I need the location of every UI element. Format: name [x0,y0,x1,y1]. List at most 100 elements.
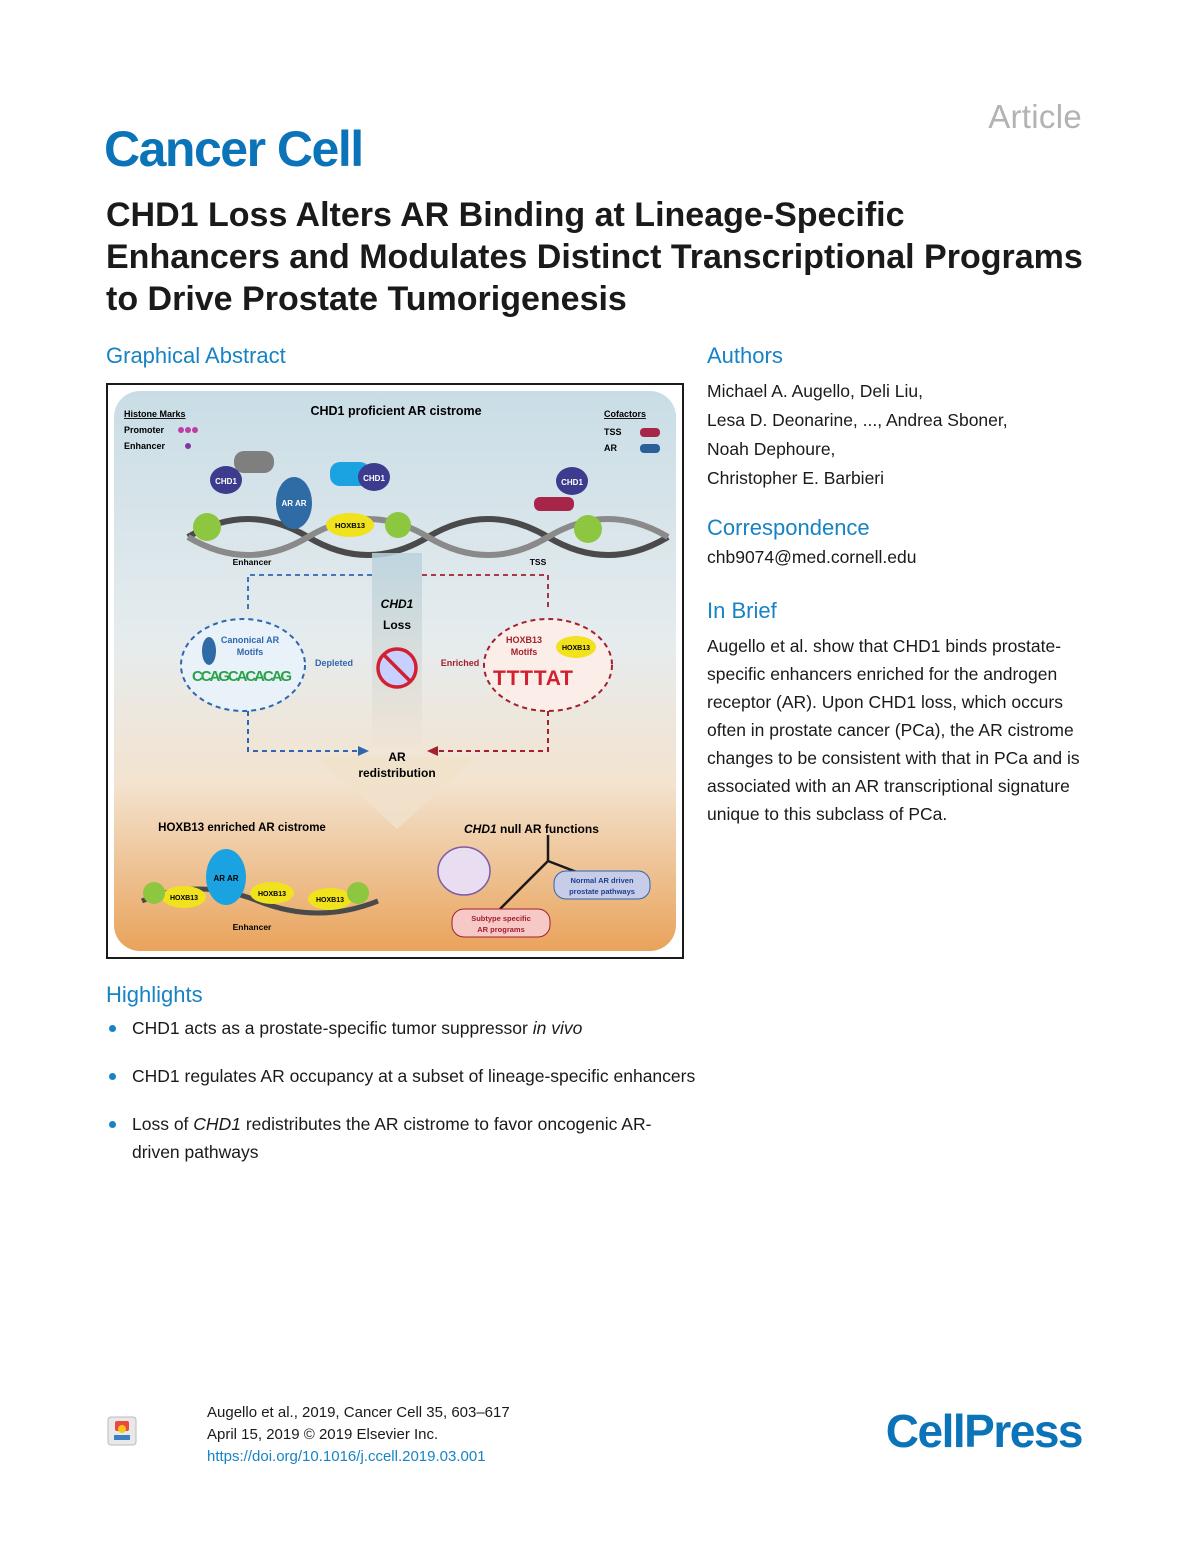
left-arrowhead [358,746,369,756]
nucleosome-bottom-1 [143,882,165,904]
date-line: April 15, 2019 © 2019 Elsevier Inc. [207,1426,439,1443]
graphical-abstract: Histone Marks Promoter Enhancer CHD1 pro… [106,383,684,959]
normal-ar-box [553,870,651,900]
tss-label-top: TSS [530,557,547,567]
ar-motif-logo: CCAGCACACAG [192,668,292,685]
enhancer-mark-icon [185,443,191,449]
highlights-list: CHD1 acts as a prostate-specific tumor s… [106,1014,696,1186]
hoxb13-motif-logo: TTTTAT [493,667,573,690]
ar-redistribution-2: redistribution [358,766,435,780]
hoxb13-bottom-1-label: HOXB13 [170,895,198,902]
ar-protein-bottom [206,849,246,905]
correspondence-email[interactable]: chb9074@med.cornell.edu [707,547,917,567]
authors-heading: Authors [707,343,783,368]
canonical-motifs-label: Motifs [237,647,264,657]
nucleosome-right [574,515,602,543]
chd1-label-left: CHD1 [215,477,237,486]
canonical-ar-label: Canonical AR [221,635,280,645]
article-type-label: Article [988,98,1082,135]
right-dashed-arrow [438,711,549,752]
graphical-abstract-heading: Graphical Abstract [106,343,286,368]
normal-ar-label-2: prostate pathways [569,887,635,896]
cellpress-logo: CellPress [885,1405,1084,1457]
depleted-motif-circle [180,618,306,712]
histone-marks-label: Histone Marks [124,409,186,419]
promoter-mark-icon-3 [192,427,198,433]
ar-pair-label: AR AR [281,499,306,508]
no-chd1-slash [382,653,412,683]
tss-cofactor-icon [640,428,660,437]
highlight-item: CHD1 regulates AR occupancy at a subset … [106,1062,696,1090]
graphical-abstract-figure: Histone Marks Promoter Enhancer CHD1 pro… [114,391,676,951]
enhancer-legend-label: Enhancer [124,441,166,451]
chd1-loss-italic: CHD1 [381,597,414,611]
enriched-motif-circle [483,618,613,712]
author-line: Michael A. Augello, Deli Liu, [707,381,923,401]
chd1-label-right: CHD1 [561,478,583,487]
tss-legend-label: TSS [604,427,622,437]
bullet-icon [109,1121,116,1128]
right-dashed-connector [422,574,549,611]
hoxb13-bottom-1 [162,886,206,908]
promoter-mark-icon [178,427,184,433]
nucleosome-left [193,513,221,541]
check-for-updates-icon[interactable] [107,1416,137,1446]
normal-ar-label-1: Normal AR driven [570,876,633,885]
hoxb13-motifs-label: HOXB13 [506,635,542,645]
promoter-mark-icon-2 [185,427,191,433]
highlight-italic: in vivo [532,1018,583,1038]
citation-line: Augello et al., 2019, Cancer Cell 35, 60… [207,1404,510,1421]
journal-logo: Cancer Cell [104,121,364,177]
chd1-protein-left [210,466,242,494]
chd1-null-italic: CHD1 [464,822,497,836]
bullet-icon [109,1025,116,1032]
ar-protein-pair [276,477,312,529]
subtype-label-2: AR programs [477,925,525,934]
hoxb13-label-top: HOXB13 [335,521,365,530]
tree-branch-left [499,860,549,910]
highlights-heading: Highlights [106,982,203,1007]
null-ar-functions-title: null AR functions [500,822,599,836]
bullet-icon [109,1073,116,1080]
enhancer-label-bottom: Enhancer [233,922,272,932]
loss-label: Loss [383,618,411,632]
highlight-rest: redistributes the AR cistrome to favor o… [132,1114,652,1162]
ar-pair-bottom-label: AR AR [213,874,238,883]
hoxb13-cistrome-title: HOXB13 enriched AR cistrome [158,822,326,834]
grey-cofactor [234,451,274,473]
enriched-label: Enriched [441,658,480,668]
right-arrowhead [427,746,438,756]
depleted-label: Depleted [315,658,353,668]
highlight-text: CHD1 acts as a prostate-specific tumor s… [132,1018,533,1038]
left-dashed-arrow [247,711,358,752]
nucleosome-bottom-2 [347,882,369,904]
ar-cofactor-icon [640,444,660,453]
enhancer-label-top: Enhancer [233,557,272,567]
figure-top-title: CHD1 proficient AR cistrome [310,404,481,418]
correspondence-heading: Correspondence [707,515,870,540]
highlight-text: CHD1 regulates AR occupancy at a subset … [132,1066,696,1086]
ar-protein-small [202,637,216,665]
in-brief-text: Augello et al. show that CHD1 binds pros… [707,636,1080,824]
subtype-ar-box [451,908,551,938]
highlight-text: Loss of [132,1114,194,1134]
redistribution-arrow [318,757,476,829]
tss-cofactor [534,497,574,511]
author-list: Michael A. Augello, Deli Liu, Lesa D. De… [707,377,1107,493]
subtype-label-1: Subtype specific [471,914,531,923]
hoxb13-label-small: HOXB13 [562,645,590,652]
doi-link[interactable]: https://doi.org/10.1016/j.ccell.2019.03.… [207,1448,486,1465]
left-dashed-connector [247,574,372,611]
author-line: Christopher E. Barbieri [707,468,885,488]
hoxb13-motifs-sub: Motifs [511,647,538,657]
nucleosome-middle [385,512,411,538]
hoxb13-protein-top [326,513,374,537]
hoxb13-bottom-3 [308,888,352,910]
ar-redistribution-1: AR [388,750,406,764]
prostate-gland-icon [437,846,491,896]
ar-legend-label: AR [604,443,617,453]
chd1-label-middle: CHD1 [363,474,385,483]
promoter-legend-label: Promoter [124,425,165,435]
highlight-italic: CHD1 [193,1114,241,1134]
chd1-protein-middle [358,463,390,491]
